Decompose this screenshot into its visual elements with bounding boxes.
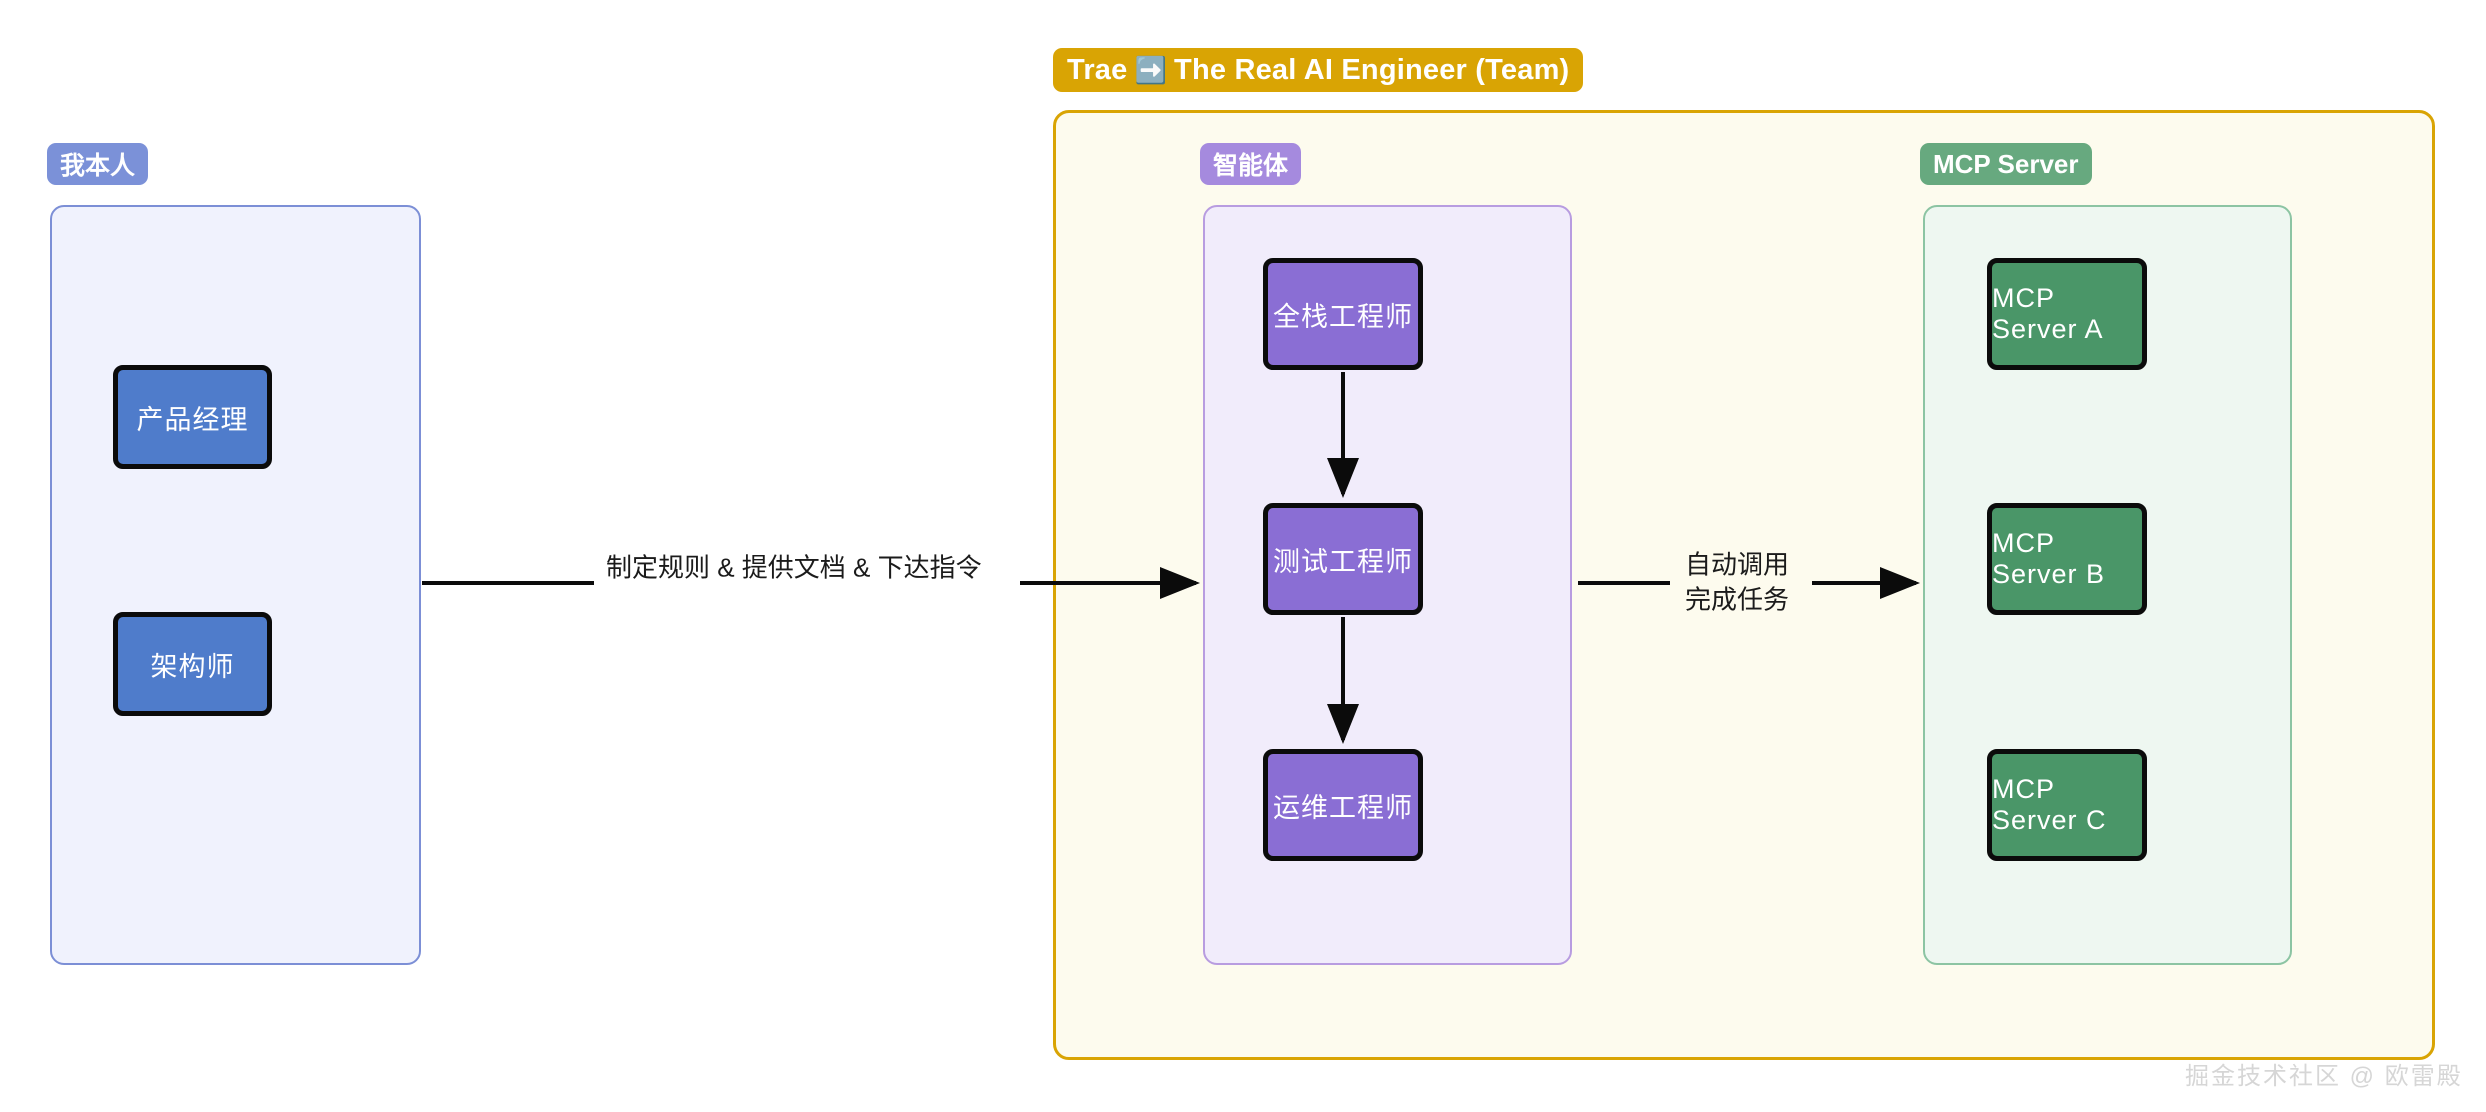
node-test-engineer[interactable]: 测试工程师 [1263,503,1423,615]
node-mcp-server-b[interactable]: MCP Server B [1987,503,2147,615]
node-ops-engineer[interactable]: 运维工程师 [1263,749,1423,861]
group-agents-title-text: 智能体 [1213,152,1289,180]
node-test-engineer-label: 测试工程师 [1273,546,1413,577]
node-mcp-server-c[interactable]: MCP Server C [1987,749,2147,861]
node-architect-label: 架构师 [150,651,235,682]
edge-label-agents-to-mcp-line1: 自动调用 [1685,549,1790,580]
node-mcp-server-b-label: MCP Server B [1992,528,2106,589]
group-mcp-title-badge: MCP Server [1920,143,2092,185]
node-product-manager-label: 产品经理 [136,404,249,435]
node-fullstack-engineer[interactable]: 全栈工程师 [1263,258,1423,370]
node-mcp-server-a[interactable]: MCP Server A [1987,258,2147,370]
group-team-title-suffix: The Real AI Engineer (Team) [1174,53,1570,86]
group-self-title-text: 我本人 [60,152,136,180]
group-self-title-badge: 我本人 [47,143,149,185]
node-mcp-server-c-label: MCP Server C [1992,774,2107,835]
edge-label-self-to-agents: 制定规则 & 提供文档 & 下达指令 [606,551,982,586]
node-product-manager[interactable]: 产品经理 [113,365,272,469]
group-self-container [50,205,421,965]
node-ops-engineer-label: 运维工程师 [1273,792,1413,823]
node-fullstack-engineer-label: 全栈工程师 [1273,301,1413,332]
node-architect[interactable]: 架构师 [113,612,272,716]
group-agents-title-badge: 智能体 [1200,143,1302,185]
edge-label-agents-to-mcp-line2: 完成任务 [1685,584,1790,614]
watermark: 掘金技术社区 @ 欧雷殿 [2185,1063,2463,1090]
right-arrow-emoji-icon: ➡️ [1134,55,1168,85]
edge-label-agents-to-mcp: 自动调用 完成任务 [1685,547,1789,616]
group-mcp-title-text: MCP Server [1933,148,2079,179]
group-team-title-text: Trae [1067,53,1128,86]
edge-label-self-to-agents-text: 制定规则 & 提供文档 & 下达指令 [606,552,982,583]
node-mcp-server-a-label: MCP Server A [1992,283,2104,344]
group-team-title-badge: Trae ➡️ The Real AI Engineer (Team) [1053,48,1584,92]
